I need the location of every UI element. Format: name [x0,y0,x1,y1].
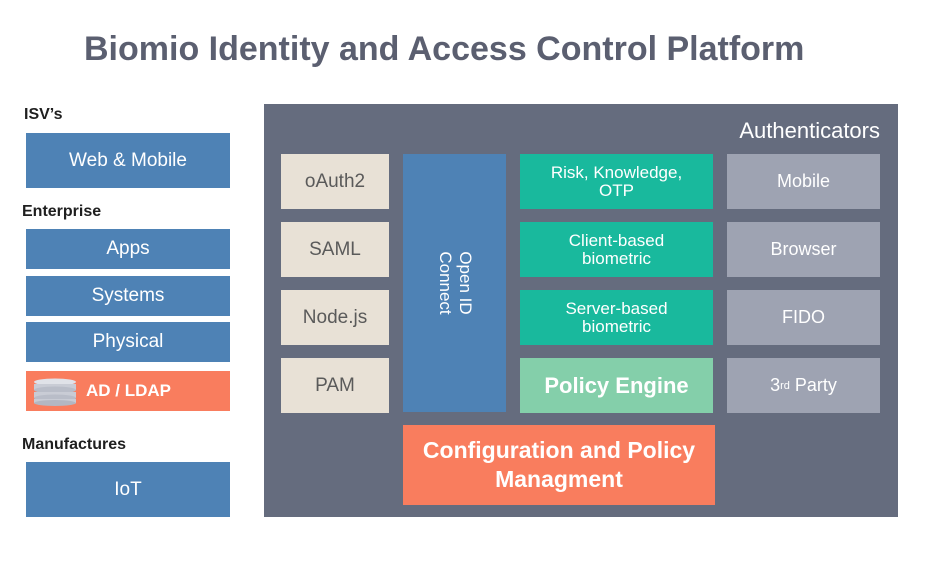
browser-box: Browser [727,222,880,277]
isv-label: ISV’s [24,106,63,123]
third-party-suffix: Party [789,375,837,395]
oauth2-box: oAuth2 [281,154,389,209]
database-icon [34,378,76,406]
iot-box: IoT [26,462,230,517]
server-line1: Server-based [565,298,668,318]
policy-engine-box: Policy Engine [520,358,713,413]
server-line2: biometric [582,316,651,336]
fido-box: FIDO [727,290,880,345]
third-party-sup: rd [780,379,790,392]
mobile-box: Mobile [727,154,880,209]
page-title: Biomio Identity and Access Control Platf… [84,30,805,68]
nodejs-box: Node.js [281,290,389,345]
server-biometric-box: Server-based biometric [520,290,713,345]
ad-ldap-label: AD / LDAP [86,381,171,400]
config-line2: Managment [495,466,623,492]
client-line2: biometric [582,248,651,268]
enterprise-label: Enterprise [22,203,102,220]
openid-line1: Open ID [455,251,475,315]
pam-box: PAM [281,358,389,413]
risk-line2: OTP [599,180,634,200]
openid-connect-box: Open ID Connect [403,154,506,412]
third-party-prefix: 3 [770,375,781,395]
physical-box: Physical [26,322,230,362]
apps-box: Apps [26,229,230,269]
client-line1: Client-based [568,230,665,250]
saml-box: SAML [281,222,389,277]
ad-ldap-box: AD / LDAP [26,371,230,411]
manufactures-label: Manufactures [22,436,127,453]
openid-line2: Connect [435,251,455,315]
web-mobile-box: Web & Mobile [26,133,230,188]
authenticators-label: Authenticators [739,118,880,143]
config-line1: Configuration and Policy [422,437,696,463]
client-biometric-box: Client-based biometric [520,222,713,277]
risk-line1: Risk, Knowledge, [550,162,683,182]
systems-box: Systems [26,276,230,316]
risk-knowledge-otp-box: Risk, Knowledge, OTP [520,154,713,209]
config-policy-box: Configuration and Policy Managment [403,425,715,505]
